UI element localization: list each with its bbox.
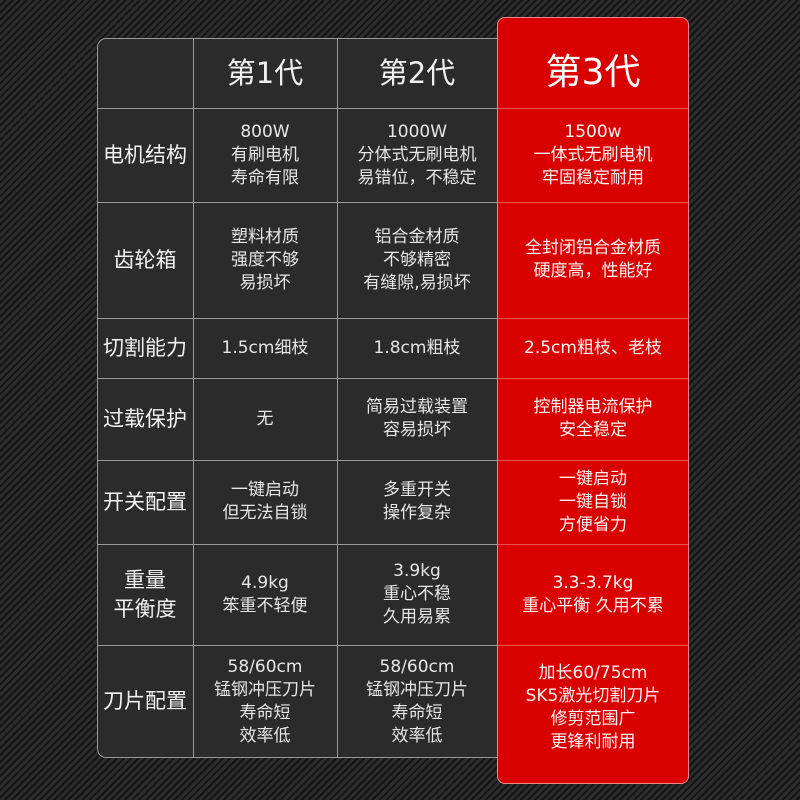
- cell-weight-gen1: 4.9kg 笨重不轻便: [222, 572, 308, 616]
- cell-switch-gen3: 一键启动 一键自锁 方便省力: [559, 468, 627, 535]
- cell-blade-gen1: 58/60cm 锰钢冲压刀片 寿命短 效率低: [214, 656, 316, 746]
- row-label-gearbox: 齿轮箱: [113, 247, 177, 272]
- cell-motor-gen1: 800W 有刷电机 寿命有限: [231, 121, 299, 188]
- header-gen3: 第3代: [497, 17, 689, 108]
- cell-gearbox-gen1: 塑料材质 强度不够 易损坏: [231, 226, 299, 293]
- divider: [498, 460, 688, 461]
- divider: [97, 460, 497, 461]
- cell-motor-gen3: 1500w 一体式无刷电机 牢固稳定耐用: [533, 121, 653, 188]
- cell-cutting-gen2: 1.8cm粗枝: [373, 337, 461, 358]
- divider: [97, 544, 497, 545]
- gen3-highlight-panel: [497, 17, 689, 784]
- row-label-weight: 重量 平衡度: [113, 567, 177, 621]
- divider: [97, 318, 497, 319]
- header-gen2-label: 第2代: [378, 55, 456, 90]
- cell-blade-gen3: 加长60/75cm SK5激光切割刀片 修剪范围广 更锋利耐用: [525, 662, 661, 752]
- row-label-cutting: 切割能力: [103, 335, 187, 360]
- header-gen3-label: 第3代: [545, 52, 641, 93]
- row-label-blade: 刀片配置: [103, 689, 187, 713]
- cell-overload-gen1: 无: [256, 408, 274, 429]
- divider: [498, 202, 688, 203]
- cell-blade-gen2: 58/60cm 锰钢冲压刀片 寿命短 效率低: [366, 656, 468, 746]
- row-label-overload: 过载保护: [103, 406, 187, 431]
- divider: [97, 108, 497, 109]
- cell-weight-gen3: 3.3-3.7kg 重心平衡 久用不累: [522, 572, 664, 616]
- cell-cutting-gen3: 2.5cm粗枝、老枝: [524, 337, 662, 358]
- cell-gearbox-gen3: 全封闭铝合金材质 硬度高，性能好: [525, 238, 661, 281]
- header-gen1-label: 第1代: [226, 55, 304, 90]
- divider: [193, 38, 194, 758]
- cell-gearbox-gen2: 铝合金材质 不够精密 有缝隙,易损坏: [363, 226, 471, 293]
- divider: [498, 318, 688, 319]
- cell-switch-gen2: 多重开关 操作复杂: [383, 480, 451, 523]
- cell-weight-gen2: 3.9kg 重心不稳 久用易累: [383, 561, 451, 627]
- divider: [498, 378, 688, 379]
- cell-switch-gen1: 一键启动 但无法自锁: [222, 480, 308, 523]
- cell-motor-gen2: 1000W 分体式无刷电机 易错位，不稳定: [357, 121, 477, 188]
- divider: [337, 38, 338, 758]
- divider: [498, 544, 688, 545]
- divider: [97, 378, 497, 379]
- cell-overload-gen3: 控制器电流保护 安全稳定: [533, 397, 653, 440]
- divider: [97, 202, 497, 203]
- dark-table-body: [97, 38, 497, 758]
- header-gen2: 第2代: [337, 38, 497, 108]
- row-label-motor: 电机结构: [103, 142, 187, 167]
- divider: [498, 108, 688, 109]
- row-label-switch: 开关配置: [103, 489, 187, 514]
- divider: [498, 645, 688, 646]
- header-gen1: 第1代: [193, 38, 337, 108]
- cell-overload-gen2: 简易过载装置 容易损坏: [366, 397, 468, 440]
- divider: [97, 645, 497, 646]
- cell-cutting-gen1: 1.5cm细枝: [221, 337, 309, 358]
